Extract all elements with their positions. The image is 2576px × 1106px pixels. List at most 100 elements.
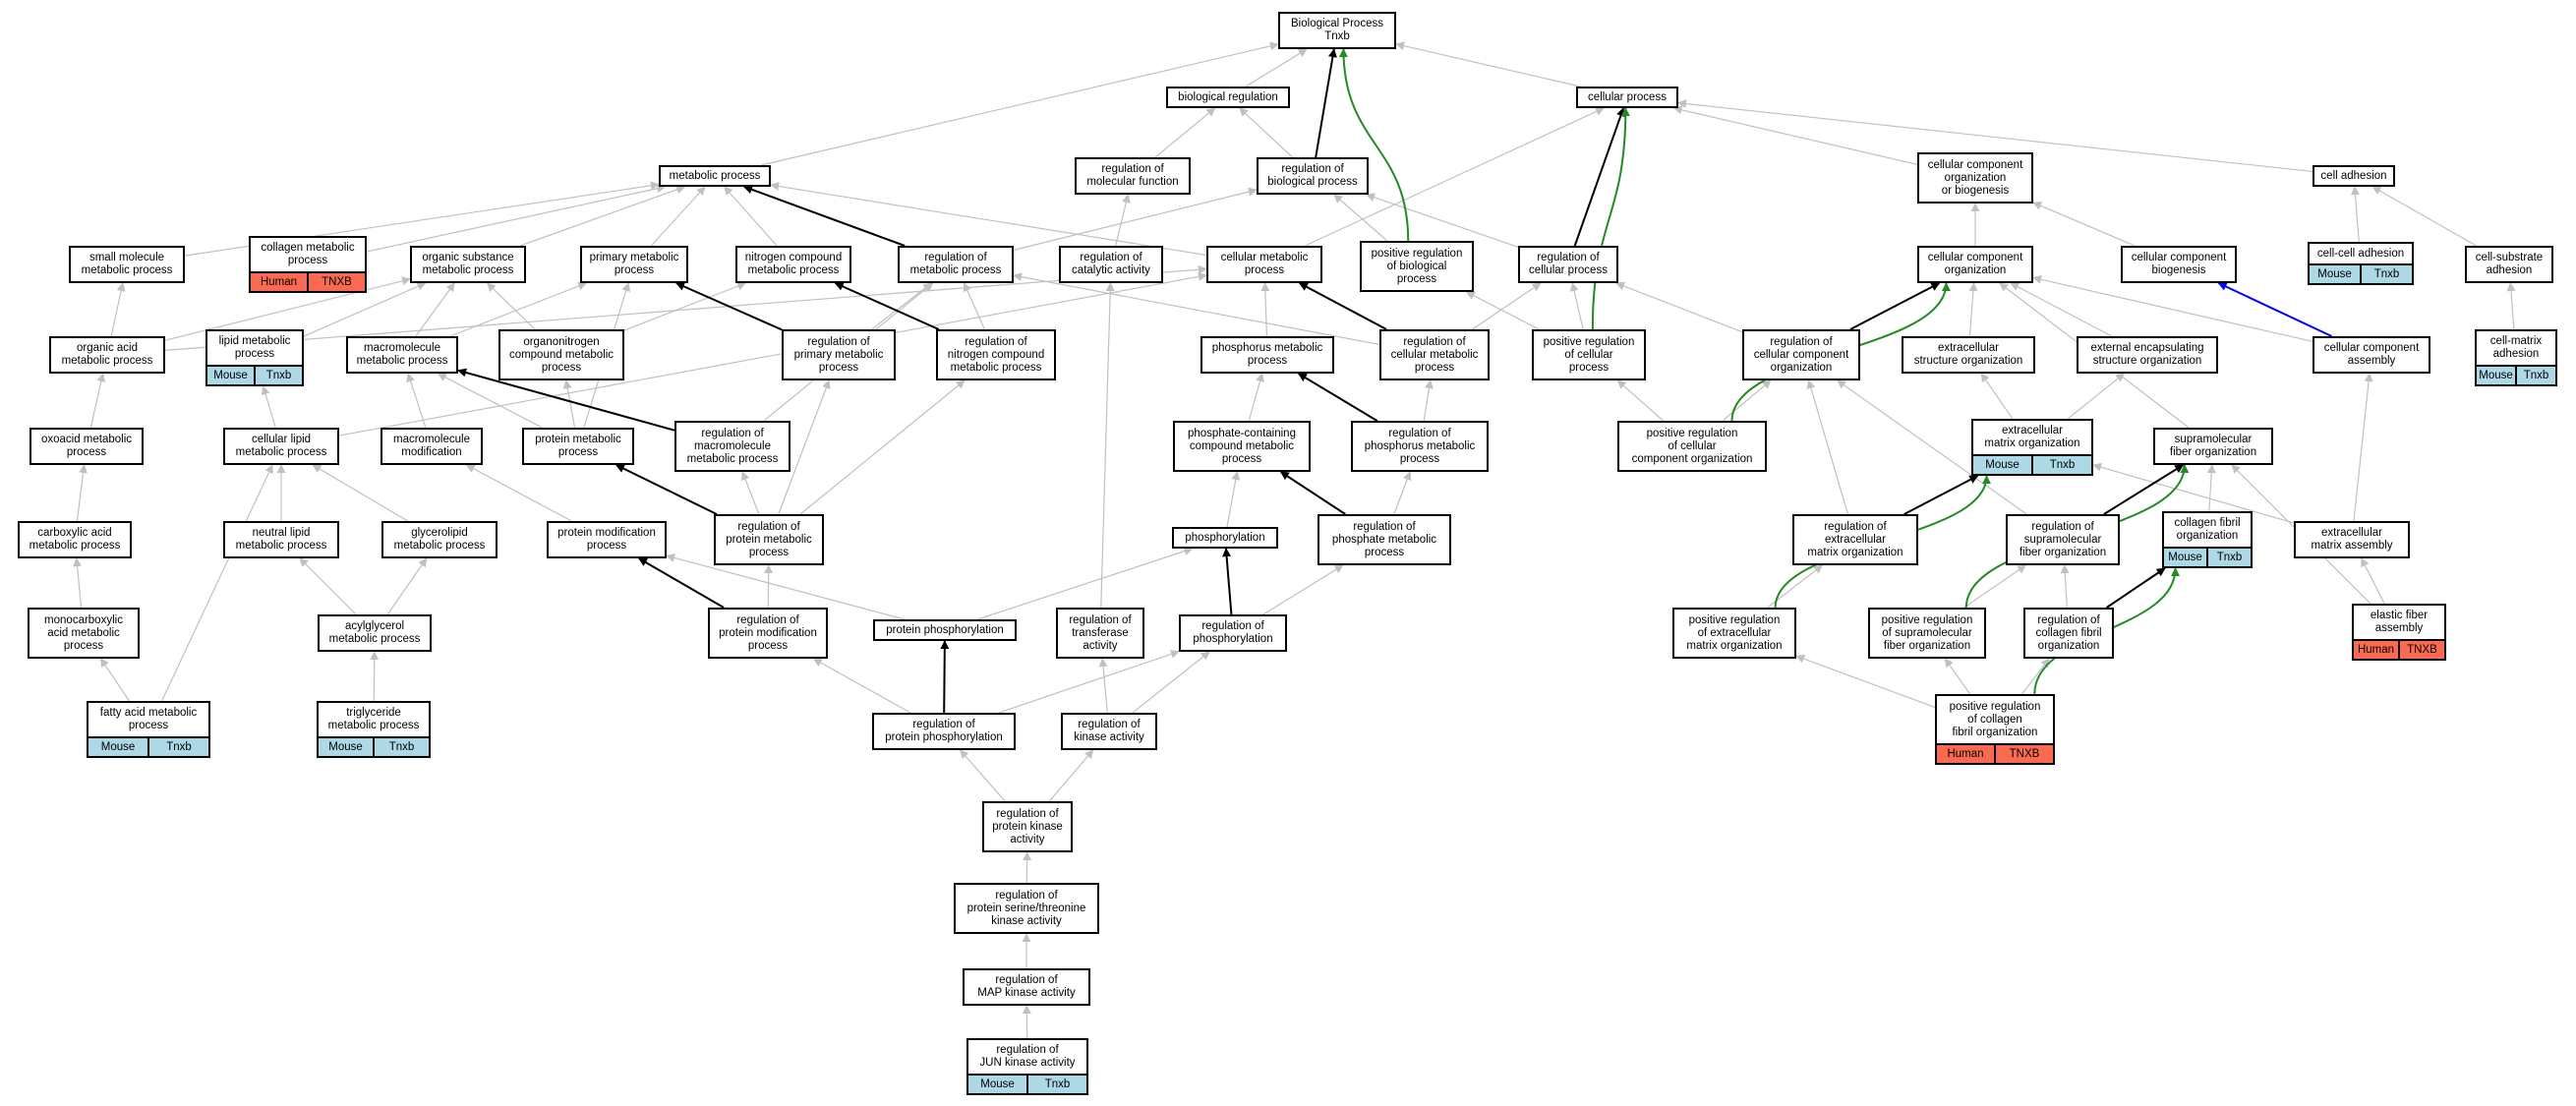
node-macro-meta[interactable]: macromolecule metabolic process: [346, 336, 458, 374]
node-pos-reg-collagen[interactable]: positive regulation of collagen fibril o…: [1935, 694, 2055, 765]
node-reg-bio-proc[interactable]: regulation of biological process: [1257, 157, 1369, 195]
node-phos-cont[interactable]: phosphate-containing compound metabolic …: [1173, 421, 1311, 472]
edge-macro_meta-to-org_sub: [415, 282, 455, 337]
edge-reg_collagen_fib-to-reg_supra_fib: [2060, 564, 2070, 609]
node-reg-supra-fib[interactable]: regulation of supramolecular fiber organ…: [2006, 514, 2120, 565]
node-reg-ser-thr[interactable]: regulation of protein serine/threonine k…: [954, 883, 1099, 934]
node-cco[interactable]: cellular component organization: [1917, 246, 2033, 283]
node-reg-map[interactable]: regulation of MAP kinase activity: [963, 968, 1090, 1006]
node-cell-proc[interactable]: cellular process: [1576, 87, 1678, 108]
node-glycerolipid[interactable]: glycerolipid metabolic process: [381, 521, 498, 558]
node-prot-meta[interactable]: protein metabolic process: [522, 428, 634, 465]
node-reg-mol-func[interactable]: regulation of molecular function: [1075, 157, 1191, 195]
node-prot-phos[interactable]: protein phosphorylation: [873, 619, 1017, 641]
node-organonitro[interactable]: organonitrogen compound metabolic proces…: [498, 329, 624, 380]
node-carboxylic[interactable]: carboxylic acid metabolic process: [18, 521, 132, 558]
node-reg-prot-kinase[interactable]: regulation of protein kinase activity: [982, 801, 1073, 852]
node-reg-prot-phos[interactable]: regulation of protein phosphorylation: [872, 713, 1016, 750]
node-reg-prot-mod[interactable]: regulation of protein modification proce…: [708, 608, 828, 659]
node-oxoacid[interactable]: oxoacid metabolic process: [29, 428, 144, 465]
edge-collagen_meta-to-meta_proc: [366, 184, 667, 253]
edge-cell_lipid-to-cell_meta: [338, 271, 1207, 437]
node-reg-phosphorylation[interactable]: regulation of phosphorylation: [1179, 614, 1287, 652]
node-label: cellular component organization: [1917, 246, 2033, 283]
node-bp[interactable]: Biological Process Tnxb: [1278, 12, 1396, 49]
node-reg-prot-meta[interactable]: regulation of protein metabolic process: [714, 514, 824, 565]
node-reg-cell-proc[interactable]: regulation of cellular process: [1518, 246, 1618, 283]
node-ccob[interactable]: cellular component organization or bioge…: [1917, 152, 2033, 204]
node-pos-reg-cco[interactable]: positive regulation of cellular componen…: [1617, 421, 1767, 472]
gene-symbol-tag: Tnxb: [2031, 456, 2091, 474]
gene-symbol-tag: Tnxb: [2206, 549, 2251, 566]
node-cell-lipid[interactable]: cellular lipid metabolic process: [223, 428, 339, 465]
gene-symbol-tag: TNXB: [307, 273, 365, 291]
node-reg-macro-meta[interactable]: regulation of macromolecule metabolic pr…: [674, 421, 790, 472]
node-neutral-lipid[interactable]: neutral lipid metabolic process: [223, 521, 339, 558]
node-ext-struct[interactable]: extracellular structure organization: [1902, 336, 2035, 374]
node-cca[interactable]: cellular component assembly: [2313, 336, 2430, 374]
node-nitro-meta[interactable]: nitrogen compound metabolic process: [735, 246, 851, 283]
node-reg-transf[interactable]: regulation of transferase activity: [1056, 608, 1144, 659]
node-pos-reg-supra[interactable]: positive regulation of supramolecular fi…: [1868, 608, 1986, 659]
node-cell-adh[interactable]: cell adhesion: [2313, 165, 2395, 187]
node-reg-meta[interactable]: regulation of metabolic process: [898, 246, 1014, 283]
edge-reg_prot_meta-to-reg_nitro_meta: [799, 379, 966, 515]
node-macro-mod[interactable]: macromolecule modification: [381, 428, 483, 465]
node-prim-meta[interactable]: primary metabolic process: [580, 246, 688, 283]
node-reg-cat[interactable]: regulation of catalytic activity: [1059, 246, 1163, 283]
node-phosphorylation[interactable]: phosphorylation: [1172, 527, 1278, 549]
node-supra-fib[interactable]: supramolecular fiber organization: [2153, 428, 2273, 465]
node-pos-reg-cell[interactable]: positive regulation of cellular process: [1532, 329, 1646, 380]
node-reg-prim-meta[interactable]: regulation of primary metabolic process: [782, 329, 896, 380]
node-monocarb[interactable]: monocarboxylic acid metabolic process: [28, 608, 140, 659]
node-reg-phosphate-meta[interactable]: regulation of phosphate metabolic proces…: [1317, 514, 1451, 565]
node-reg-phos-meta[interactable]: regulation of phosphorus metabolic proce…: [1351, 421, 1489, 472]
node-pos-reg-bio[interactable]: positive regulation of biological proces…: [1360, 241, 1474, 292]
node-small-mol[interactable]: small molecule metabolic process: [69, 246, 185, 283]
node-label: regulation of protein metabolic process: [714, 514, 824, 565]
node-cell-meta[interactable]: cellular metabolic process: [1206, 246, 1322, 283]
node-reg-ecm[interactable]: regulation of extracellular matrix organ…: [1792, 514, 1918, 565]
node-reg-collagen-fib[interactable]: regulation of collagen fibril organizati…: [2023, 608, 2114, 659]
node-org-sub[interactable]: organic substance metabolic process: [410, 246, 526, 283]
node-label: regulation of MAP kinase activity: [963, 968, 1090, 1006]
node-reg-nitro-meta[interactable]: regulation of nitrogen compound metaboli…: [936, 329, 1056, 380]
edge-org_acid-to-cell_meta: [164, 264, 1207, 351]
edge-cca-to-ccb: [2217, 282, 2332, 337]
node-ecm-assembly[interactable]: extracellular matrix assembly: [2294, 521, 2410, 558]
node-acylglycerol[interactable]: acylglycerol metabolic process: [318, 614, 432, 652]
node-reg-kinase[interactable]: regulation of kinase activity: [1061, 713, 1157, 750]
edge-lipid_meta-to-org_sub: [303, 282, 427, 337]
node-bio-reg[interactable]: biological regulation: [1166, 87, 1290, 108]
node-phos-meta[interactable]: phosphorus metabolic process: [1200, 336, 1334, 374]
node-label: phosphorus metabolic process: [1200, 336, 1334, 374]
node-ccb[interactable]: cellular component biogenesis: [2121, 246, 2237, 283]
node-prot-mod[interactable]: protein modification process: [547, 521, 667, 558]
node-label: carboxylic acid metabolic process: [18, 521, 132, 558]
node-cell-sub-adh[interactable]: cell-substrate adhesion: [2465, 246, 2553, 283]
node-pos-reg-ecm[interactable]: positive regulation of extracellular mat…: [1672, 608, 1796, 659]
node-label: collagen metabolic process: [249, 236, 367, 273]
node-label: phosphate-containing compound metabolic …: [1173, 421, 1311, 472]
node-label: regulation of cellular metabolic process: [1379, 329, 1490, 380]
edge-pos_reg_bio-to-reg_bio_proc: [1333, 194, 1388, 242]
node-meta-proc[interactable]: metabolic process: [659, 165, 771, 187]
node-ext-encaps[interactable]: external encapsulating structure organiz…: [2077, 336, 2218, 374]
node-org-acid[interactable]: organic acid metabolic process: [49, 336, 165, 374]
node-reg-cell-meta[interactable]: regulation of cellular metabolic process: [1379, 329, 1490, 380]
edge-macro_mod-to-macro_meta: [406, 373, 427, 429]
node-label: positive regulation of extracellular mat…: [1672, 608, 1796, 659]
node-reg-cco[interactable]: regulation of cellular component organiz…: [1742, 329, 1860, 380]
